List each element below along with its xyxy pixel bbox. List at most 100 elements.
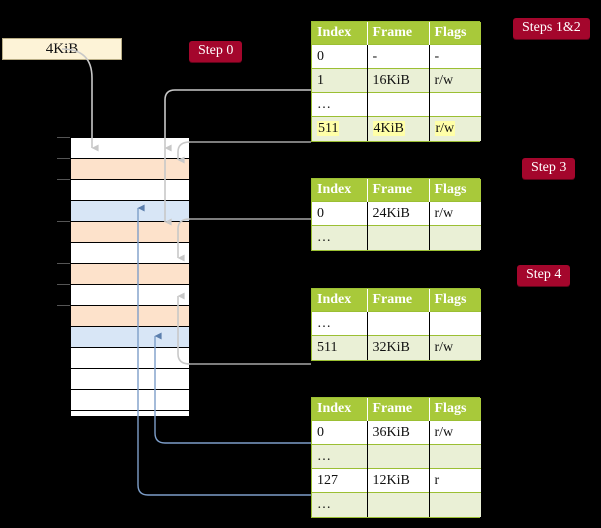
column-header-flags: Flags (429, 289, 481, 312)
step-badge-step-4-label: Step 4 (526, 267, 562, 282)
cell-frame: - (367, 44, 430, 69)
column-header-flags: Flags (429, 398, 481, 421)
column-header-frame: Frame (367, 22, 430, 45)
page-table-level2: Index Frame Flags … 511 32KiB r/w (311, 288, 481, 361)
memory-row (71, 285, 189, 306)
step-badge-step-3-label: Step 3 (531, 160, 567, 175)
memory-row (71, 306, 189, 327)
column-header-flags: Flags (429, 179, 481, 202)
cell-flags: r/w (429, 116, 481, 141)
column-header-frame: Frame (367, 289, 430, 312)
table-row[interactable]: 511 32KiB r/w (312, 335, 481, 360)
cell-frame-text: 16KiB (372, 72, 410, 88)
cell-index-text: 1 (317, 72, 324, 88)
table-row[interactable]: … (312, 92, 481, 117)
cell-index: 0 (312, 201, 368, 226)
memory-tick (57, 284, 71, 285)
cell-frame (367, 444, 430, 469)
cell-index: … (312, 492, 368, 517)
step-badge-step-3: Step 3 (522, 158, 576, 180)
table-row[interactable]: 0 - - (312, 44, 481, 69)
cell-flags-text: r/w (434, 339, 454, 355)
table-row[interactable]: 0 24KiB r/w (312, 201, 481, 226)
memory-row (71, 264, 189, 285)
frame-size-text: 4KiB (45, 40, 79, 57)
cell-index-text: … (317, 448, 331, 464)
cell-index: … (312, 225, 368, 250)
table-row[interactable]: 0 36KiB r/w (312, 420, 481, 445)
memory-tick (57, 263, 71, 264)
cell-index-text: 0 (317, 424, 324, 440)
cell-flags (429, 225, 481, 250)
cell-index-text: 127 (317, 472, 338, 488)
cell-frame (367, 225, 430, 250)
cell-frame: 24KiB (367, 201, 430, 226)
column-header-index: Index (312, 289, 368, 312)
cell-frame (367, 492, 430, 517)
cell-index: 0 (312, 44, 368, 69)
cell-index: … (312, 311, 368, 336)
cell-frame-text: - (372, 48, 378, 64)
cell-flags-text: r/w (434, 205, 454, 221)
cell-index-text: … (317, 496, 331, 512)
memory-tick (57, 305, 71, 306)
page-table-level3: Index Frame Flags 0 36KiB r/w … 127 (311, 397, 481, 518)
wire-size-to-memory (61, 48, 99, 152)
memory-tick (57, 221, 71, 222)
memory-row (71, 180, 189, 201)
memory-row (71, 348, 189, 369)
column-header-index: Index (312, 22, 368, 45)
memory-tick (57, 137, 71, 138)
cell-flags: - (429, 44, 481, 69)
table-row[interactable]: 127 12KiB r (312, 468, 481, 493)
column-header-frame: Frame (367, 179, 430, 202)
column-header-index: Index (312, 398, 368, 421)
cell-flags-text: r/w (434, 120, 456, 136)
memory-tick (57, 158, 71, 159)
cell-index-text: 511 (317, 339, 338, 355)
table-row[interactable]: … (312, 492, 481, 517)
cell-frame: 12KiB (367, 468, 430, 493)
memory-row (71, 411, 189, 416)
cell-flags-text: r (434, 472, 440, 488)
cell-index-text: 0 (317, 205, 324, 221)
cell-index-text: 0 (317, 48, 324, 64)
memory-row (71, 390, 189, 411)
cell-index: 1 (312, 68, 368, 93)
cell-index: 127 (312, 468, 368, 493)
step-badge-step-0-label: Step 0 (198, 43, 234, 58)
cell-flags: r/w (429, 335, 481, 360)
cell-flags-text: r/w (434, 424, 454, 440)
cell-index: 511 (312, 335, 368, 360)
cell-frame-text: 12KiB (372, 472, 410, 488)
physical-memory-column (70, 137, 190, 416)
frame-size-label: 4KiB (2, 38, 122, 60)
cell-flags (429, 492, 481, 517)
step-badge-steps-1-2-label: Steps 1&2 (522, 20, 581, 35)
cell-index: 0 (312, 420, 368, 445)
cell-frame (367, 311, 430, 336)
table-row-highlighted[interactable]: 511 4KiB r/w (312, 116, 481, 141)
memory-row (71, 159, 189, 180)
step-badge-step-0: Step 0 (189, 41, 243, 63)
cell-frame-text: 36KiB (372, 424, 410, 440)
page-table-level0: Index Frame Flags 0 - - 1 16KiB r/w … (311, 21, 481, 142)
cell-index-text: … (317, 315, 331, 331)
cell-frame: 32KiB (367, 335, 430, 360)
cell-frame: 16KiB (367, 68, 430, 93)
cell-index: … (312, 92, 368, 117)
table-row[interactable]: … (312, 225, 481, 250)
cell-index: 511 (312, 116, 368, 141)
table-row[interactable]: 1 16KiB r/w (312, 68, 481, 93)
memory-row (71, 369, 189, 390)
cell-frame-text: 32KiB (372, 339, 410, 355)
cell-flags (429, 444, 481, 469)
table-row[interactable]: … (312, 444, 481, 469)
cell-index-text: 511 (317, 120, 340, 136)
page-table-level1: Index Frame Flags 0 24KiB r/w … (311, 178, 481, 251)
column-header-index: Index (312, 179, 368, 202)
table-row[interactable]: … (312, 311, 481, 336)
cell-frame: 36KiB (367, 420, 430, 445)
cell-flags: r/w (429, 420, 481, 445)
